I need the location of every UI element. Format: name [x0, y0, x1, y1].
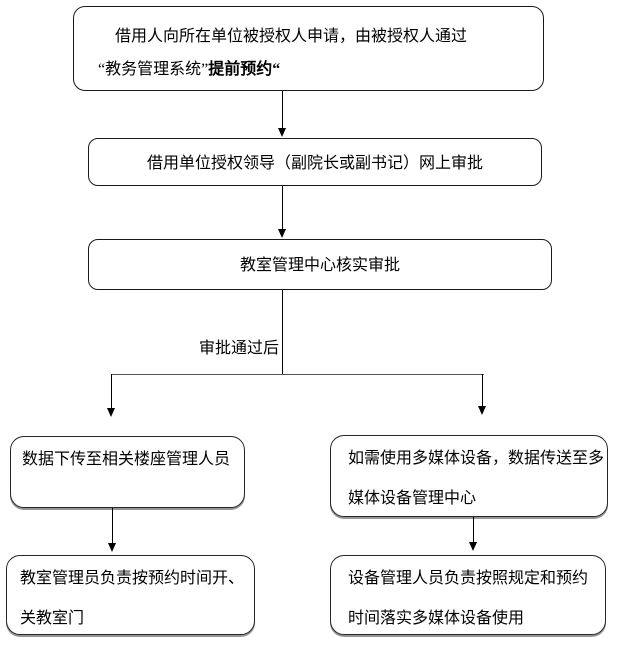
flow-node-data-download: 数据下传至相关楼座管理人员: [10, 436, 245, 508]
flow-node-data-download-line1: 数据下传至相关楼座管理人员: [22, 451, 231, 468]
flow-node-apply-line2-bold: 提前预约“: [208, 61, 281, 78]
flow-node-door-management: 教室管理员负责按预约时间开、 关教室门: [6, 555, 255, 635]
arrowhead-down-icon: [278, 229, 286, 238]
flow-node-door-management-line1: 教室管理员负责按预约时间开、: [20, 570, 245, 587]
arrowhead-down-icon: [478, 406, 486, 415]
flow-node-door-management-line2: 关教室门: [20, 610, 85, 627]
flow-node-equipment-management: 设备管理人员负责按照规定和预约 时间落实多媒体设备使用: [330, 555, 606, 635]
flow-node-multimedia-request-line1: 如需使用多媒体设备，数据传送至多: [348, 450, 605, 467]
arrowhead-down-icon: [107, 408, 115, 417]
flow-node-multimedia-request-line2: 媒体设备管理中心: [348, 490, 477, 507]
flow-node-equipment-management-line2: 时间落实多媒体设备使用: [348, 610, 525, 627]
flow-node-leader-approval: 借用单位授权领导（副院长或副书记）网上审批: [88, 138, 542, 186]
flow-node-apply-line2-normal: “教务管理系统”: [98, 61, 209, 78]
connector-leader-to-verify: [282, 186, 284, 230]
arrowhead-down-icon: [278, 128, 286, 137]
flow-node-leader-approval-text: 借用单位授权领导（副院长或副书记）网上审批: [146, 155, 483, 172]
flow-node-apply: 借用人向所在单位被授权人申请，由被授权人通过 “教务管理系统”提前预约“: [73, 6, 544, 91]
connector-branch-left: [111, 374, 113, 409]
arrowhead-down-icon: [108, 543, 116, 552]
connector-verify-to-branch: [282, 290, 284, 375]
connector-branch-horizontal: [111, 374, 484, 376]
connector-data-to-door: [112, 508, 114, 544]
connector-branch-right: [482, 374, 484, 407]
connector-multimedia-to-equipment: [473, 517, 475, 543]
flow-node-equipment-management-line1: 设备管理人员负责按照规定和预约: [348, 570, 589, 587]
flow-node-multimedia-request: 如需使用多媒体设备，数据传送至多 媒体设备管理中心: [330, 435, 608, 517]
connector-apply-to-leader: [282, 91, 284, 129]
branch-condition-label: 审批通过后: [198, 340, 279, 357]
flow-node-apply-line2: “教务管理系统”提前预约“: [98, 60, 280, 80]
flow-node-apply-line1: 借用人向所在单位被授权人申请，由被授权人通过: [115, 28, 468, 45]
flow-node-center-verify: 教室管理中心核实审批: [88, 239, 552, 290]
flow-node-center-verify-text: 教室管理中心核实审批: [239, 257, 400, 274]
arrowhead-down-icon: [469, 542, 477, 551]
